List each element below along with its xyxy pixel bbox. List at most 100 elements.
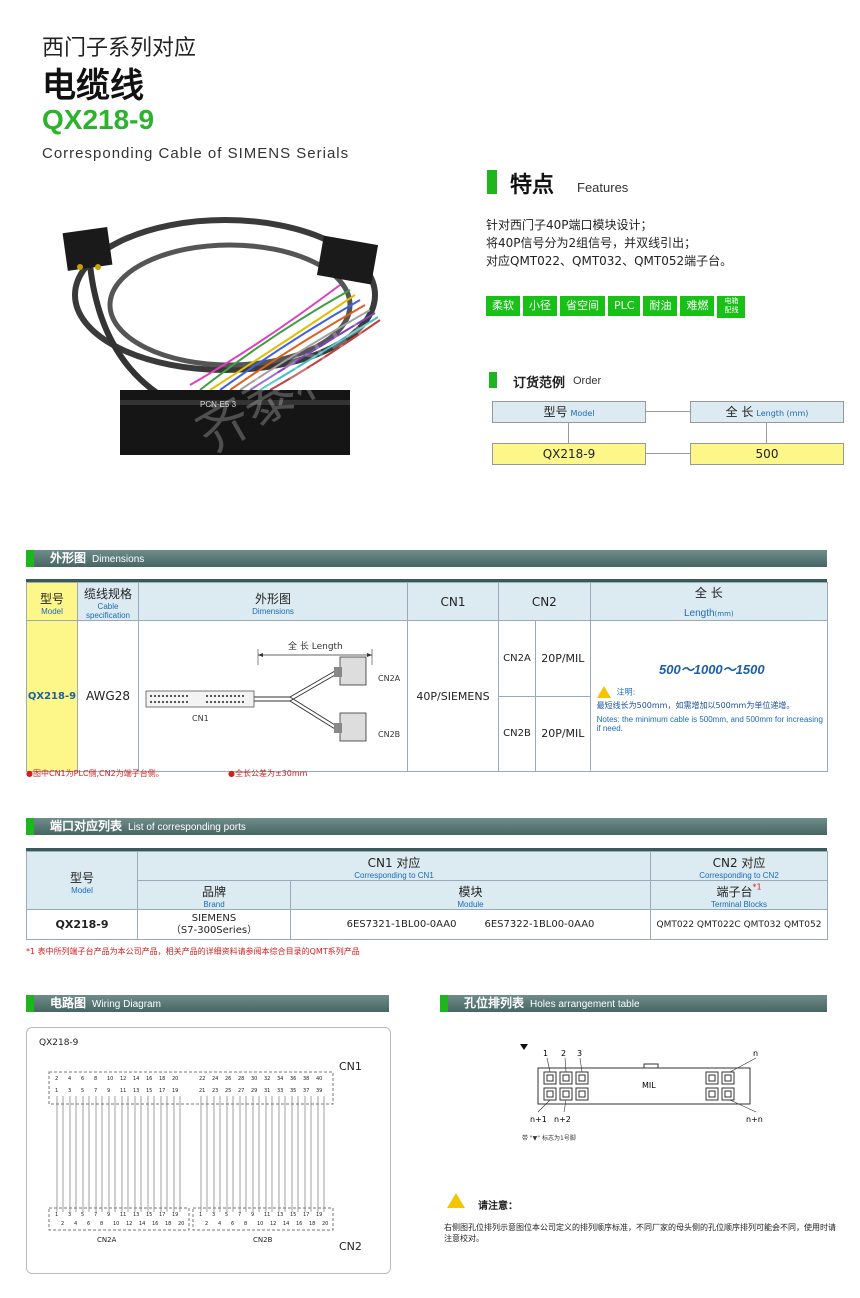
dimension-cn2a-label: CN2A bbox=[378, 674, 401, 683]
pin-label: 26 bbox=[225, 1076, 232, 1082]
order-connector-line bbox=[645, 411, 690, 412]
pin-label: 9 bbox=[251, 1212, 255, 1218]
header-english: Corresponding Cable of SIMENS Serials bbox=[42, 145, 350, 162]
wiring-cn1-label: CN1 bbox=[339, 1060, 362, 1073]
wiring-cn2b-label: CN2B bbox=[253, 1236, 273, 1244]
pin-label: 5 bbox=[225, 1212, 229, 1218]
tag-space-saving: 省空间 bbox=[560, 296, 605, 316]
pin-label: 7 bbox=[94, 1212, 98, 1218]
pin-label: 17 bbox=[159, 1088, 166, 1094]
pin-label: 20 bbox=[178, 1221, 185, 1227]
holes-section-en: Holes arrangement table bbox=[530, 999, 640, 1010]
row-cable: AWG28 bbox=[77, 620, 139, 772]
pin-label: 23 bbox=[212, 1088, 219, 1094]
col-cn1: CN1 bbox=[407, 582, 499, 621]
pin-label: 18 bbox=[165, 1221, 172, 1227]
hole-label-nn: n+n bbox=[746, 1115, 763, 1124]
features-title: 特点 bbox=[510, 173, 555, 198]
hole-label-n: n bbox=[753, 1049, 758, 1058]
pin-label: 21 bbox=[199, 1088, 206, 1094]
pin-label: 40 bbox=[316, 1076, 323, 1082]
pin-label: 19 bbox=[172, 1088, 179, 1094]
pin-label: 5 bbox=[81, 1088, 85, 1094]
wiring-diagram-box: QX218-9 CN1 CN2 CN2A CN2B 2 4 6 8 10 12 … bbox=[26, 1027, 391, 1274]
pin-label: 6 bbox=[87, 1221, 91, 1227]
dimension-drawing-cell: 全 长 Length CN1 CN2A CN2B bbox=[138, 620, 408, 772]
pin-label: 2 bbox=[205, 1221, 209, 1227]
pin-label: 19 bbox=[316, 1212, 323, 1218]
tag-small-diameter: 小径 bbox=[523, 296, 557, 316]
ports-row-brand: SIEMENS（S7-300Series） bbox=[137, 909, 291, 940]
order-connector-line bbox=[766, 423, 767, 443]
features-title-en: Features bbox=[577, 180, 629, 195]
pin-label: 8 bbox=[94, 1076, 98, 1082]
wiring-lines bbox=[48, 1071, 334, 1231]
pin-label: 13 bbox=[277, 1212, 284, 1218]
ports-row-terminals: QMT022 QMT022C QMT032 QMT052 bbox=[650, 909, 828, 940]
pin-label: 13 bbox=[133, 1212, 140, 1218]
wiring-cn2-label: CN2 bbox=[339, 1240, 362, 1253]
hole-mark-note: 带 "▼" 标志为1号脚 bbox=[522, 1134, 576, 1142]
hole-label-3: 3 bbox=[577, 1049, 582, 1058]
pin-label: 16 bbox=[296, 1221, 303, 1227]
pin-label: 5 bbox=[81, 1212, 85, 1218]
pin-label: 18 bbox=[159, 1076, 166, 1082]
header-title: 电缆线 bbox=[42, 66, 144, 106]
caution-en: Notes: the minimum cable is 500mm, and 5… bbox=[596, 715, 823, 733]
caution-warning-icon bbox=[447, 1193, 465, 1208]
pin-label: 10 bbox=[107, 1076, 114, 1082]
feature-line: 将40P信号分为2组信号，并双线引出； bbox=[486, 236, 697, 250]
pin-label: 15 bbox=[146, 1212, 153, 1218]
dimension-cn2b-label: CN2B bbox=[378, 730, 400, 739]
pin-label: 4 bbox=[74, 1221, 78, 1227]
order-connector-line bbox=[568, 423, 569, 443]
order-model-value: QX218-9 bbox=[492, 443, 646, 465]
pin-label: 6 bbox=[231, 1221, 235, 1227]
pin-label: 8 bbox=[100, 1221, 104, 1227]
row-cn2b-type: 20P/MIL bbox=[535, 695, 591, 772]
pin-label: 16 bbox=[152, 1221, 159, 1227]
order-title: 订货范例 bbox=[513, 376, 566, 391]
pin-label: 25 bbox=[225, 1088, 232, 1094]
pin-label: 20 bbox=[172, 1076, 179, 1082]
row-cn2a-type: 20P/MIL bbox=[535, 620, 591, 697]
product-photo: PCN-E5 3 齐泰科技 bbox=[62, 217, 397, 466]
dimension-note-1: ●图中CN1为PLC侧,CN2为端子台侧。 bbox=[26, 769, 164, 778]
pin-label: 22 bbox=[199, 1076, 206, 1082]
row-cn2a: CN2A bbox=[498, 620, 536, 697]
pin-label: 3 bbox=[212, 1212, 216, 1218]
tag-plc: PLC bbox=[608, 296, 641, 316]
hole-label-n2: n+2 bbox=[554, 1115, 571, 1124]
pin-label: 10 bbox=[257, 1221, 264, 1227]
pin-label: 6 bbox=[81, 1076, 85, 1082]
pin-label: 11 bbox=[120, 1212, 127, 1218]
row-lengths: 500～1000～1500 bbox=[659, 662, 765, 677]
pin-label: 32 bbox=[264, 1076, 271, 1082]
row-model: QX218-9 bbox=[26, 620, 78, 772]
features-marker bbox=[487, 170, 497, 194]
pin-label: 7 bbox=[94, 1088, 98, 1094]
wiring-model: QX218-9 bbox=[39, 1038, 79, 1048]
features-list: 针对西门子40P端口模块设计； 将40P信号分为2组信号，并双线引出； 对应QM… bbox=[486, 216, 732, 270]
pin-label: 38 bbox=[303, 1076, 310, 1082]
feature-line: 对应QMT022、QMT032、QMT052端子台。 bbox=[486, 254, 733, 268]
pin-label: 30 bbox=[251, 1076, 258, 1082]
pin-label: 29 bbox=[251, 1088, 258, 1094]
pin-label: 34 bbox=[277, 1076, 284, 1082]
pin-label: 12 bbox=[126, 1221, 133, 1227]
dimensions-section-en: Dimensions bbox=[92, 554, 145, 565]
pin-label: 1 bbox=[199, 1212, 203, 1218]
order-title-en: Order bbox=[573, 375, 602, 387]
dimension-cn1-label: CN1 bbox=[192, 714, 209, 723]
row-length-cell: 500～1000～1500 注明: 最短线长为500mm，如需增加以500mm为… bbox=[589, 620, 829, 772]
